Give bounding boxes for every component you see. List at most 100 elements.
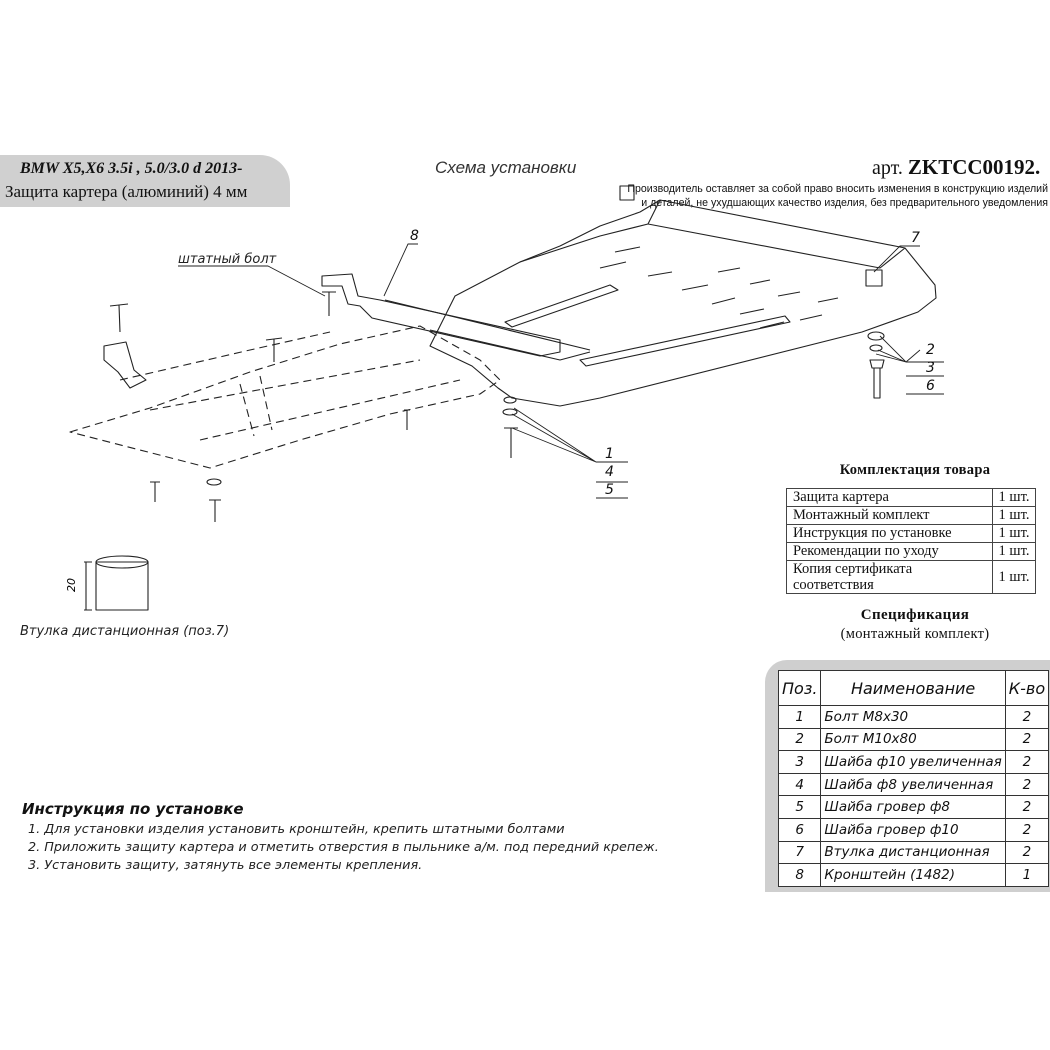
spec-name: Кронштейн (1482)	[820, 863, 1006, 887]
vent-slots	[599, 246, 839, 329]
spec-pos: 5	[777, 795, 822, 819]
leader-7	[873, 245, 920, 273]
callout-box-145	[596, 461, 628, 499]
instruction-step-2: 2. Приложить защиту картера и отметить о…	[28, 840, 659, 855]
spec-qty: 2	[1004, 795, 1050, 819]
callout-2: 2	[926, 342, 935, 358]
spec-pos: 8	[777, 863, 822, 887]
spacer-bushing-top	[619, 185, 635, 201]
leader-bolt	[178, 265, 326, 297]
callout-3: 3	[926, 360, 935, 376]
spec-name: Шайба гровер ф8	[820, 795, 1006, 819]
spacer-bushing-right	[865, 269, 883, 287]
disclaimer-line-1: Производитель оставляет за собой право в…	[627, 183, 1048, 195]
disclaimer-line-2: и деталей, не ухудшающих качество издели…	[641, 197, 1048, 209]
kit-item-qty: 1 шт.	[992, 524, 1036, 543]
spec-name: Шайба гровер ф10	[820, 817, 1006, 842]
instruction-step-1: 1. Для установки изделия установить крон…	[28, 822, 565, 837]
spec-header-qty: К-во	[1004, 670, 1050, 706]
spec-pos: 1	[777, 705, 822, 729]
instructions-title: Инструкция по установке	[22, 800, 244, 818]
spec-subtitle: (монтажный комплект)	[840, 626, 990, 642]
spec-pos: 6	[777, 817, 822, 842]
kit-title: Комплектация товара	[839, 462, 991, 478]
kit-item-qty: 1 шт.	[992, 506, 1036, 525]
spec-qty: 1	[1004, 863, 1050, 887]
kit-item-qty: 1 шт.	[992, 488, 1036, 507]
callout-box-236	[906, 361, 944, 395]
vehicle-model: BMW X5,X6 3.5i , 5.0/3.0 d 2013-	[20, 160, 243, 177]
article-number: арт. ZKTCC00192.	[872, 155, 1040, 180]
dashed-plate	[69, 325, 501, 469]
callout-4: 4	[605, 464, 614, 480]
skid-plate-bend-line	[519, 223, 649, 263]
spec-header-row: Поз. Наименование К-во	[777, 670, 1050, 706]
bracket-8-rail	[384, 299, 591, 361]
hardware-stack-right	[867, 331, 885, 399]
standard-bolt-label: штатный болт	[178, 252, 277, 267]
bracket-8	[321, 273, 561, 357]
spec-title: Спецификация	[860, 607, 970, 623]
callout-7: 7	[911, 230, 920, 246]
instruction-step-3: 3. Установить защиту, затянуть все элеме…	[28, 858, 423, 873]
spec-name: Шайба ф8 увеличенная	[820, 772, 1006, 797]
kit-item-name: Копия сертификата соответствия	[786, 560, 993, 594]
bushing-dimension: 20	[65, 578, 78, 592]
spec-pos: 2	[777, 727, 822, 752]
kit-item-qty: 1 шт.	[992, 560, 1036, 594]
spec-qty: 2	[1004, 817, 1050, 842]
slot-long-2	[579, 315, 791, 367]
kit-item-name: Инструкция по установке	[786, 524, 993, 543]
spec-pos: 3	[777, 750, 822, 774]
hardware-stack-left	[150, 409, 410, 522]
standard-bolt-group	[109, 291, 336, 362]
leader-1-4-5	[511, 407, 616, 463]
left-bracket	[103, 341, 147, 389]
callout-5: 5	[605, 482, 614, 498]
article-code: ZKTCC00192.	[907, 155, 1041, 179]
product-name: Защита картера (алюминий) 4 мм	[5, 182, 248, 201]
spec-pos: 7	[777, 840, 822, 865]
skid-plate-front-bend	[647, 199, 906, 269]
spec-name: Болт М10х80	[820, 727, 1006, 752]
scheme-title: Схема установки	[435, 158, 577, 177]
hardware-stack-center	[502, 396, 518, 458]
bushing-detail	[84, 555, 149, 611]
kit-item-name: Защита картера	[786, 488, 993, 507]
spec-qty: 2	[1004, 750, 1050, 774]
kit-item-name: Рекомендации по уходу	[786, 542, 993, 561]
spec-qty: 2	[1004, 727, 1050, 752]
leader-2-3-6	[875, 335, 921, 363]
callout-1: 1	[605, 446, 614, 462]
title-tab-background	[0, 155, 290, 207]
spec-pos: 4	[777, 772, 822, 797]
spec-name: Втулка дистанционная	[820, 840, 1006, 865]
spec-name: Шайба ф10 увеличенная	[820, 750, 1006, 774]
disclaimer: Производитель оставляет за собой право в…	[560, 182, 1048, 210]
callout-6: 6	[926, 378, 935, 394]
spec-qty: 2	[1004, 705, 1050, 729]
spec-qty: 2	[1004, 772, 1050, 797]
kit-item-qty: 1 шт.	[992, 542, 1036, 561]
spec-name: Болт М8х30	[820, 705, 1006, 729]
slot-long-1	[504, 284, 619, 328]
spec-header-pos: Поз.	[777, 670, 822, 706]
kit-item-name: Монтажный комплект	[786, 506, 993, 525]
